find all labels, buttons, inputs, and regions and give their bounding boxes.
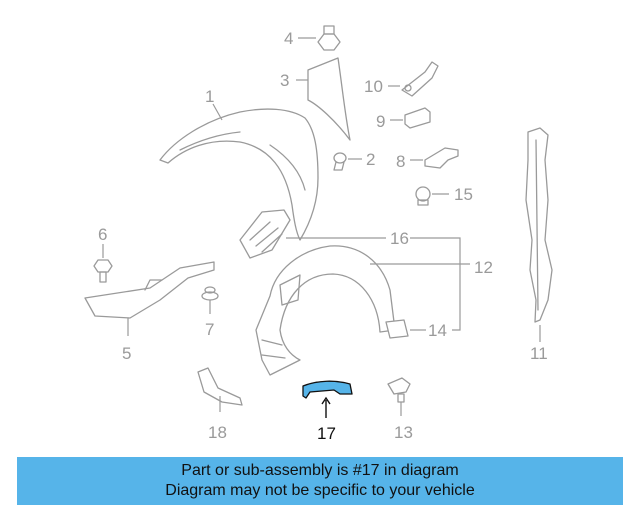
leader-1 bbox=[212, 103, 223, 121]
part-12-wheel-liner[interactable] bbox=[255, 245, 396, 376]
callout-17: 17 bbox=[317, 424, 336, 443]
callout-7: 7 bbox=[205, 320, 214, 339]
part-1-fender[interactable] bbox=[159, 108, 319, 241]
info-banner: Part or sub-assembly is #17 in diagram D… bbox=[17, 457, 623, 505]
part-11-seal[interactable] bbox=[525, 127, 553, 323]
part-6-bolt[interactable] bbox=[93, 259, 113, 283]
part-16-grille[interactable] bbox=[239, 209, 291, 259]
part-10-bracket[interactable] bbox=[401, 61, 439, 97]
callout-5: 5 bbox=[122, 344, 131, 363]
part-7-grommet[interactable] bbox=[201, 286, 219, 301]
callout-13: 13 bbox=[394, 423, 413, 442]
callout-10: 10 bbox=[364, 77, 383, 96]
part-15-fastener[interactable] bbox=[415, 186, 431, 206]
callout-14: 14 bbox=[428, 321, 447, 340]
part-9-clip[interactable] bbox=[404, 107, 431, 129]
leader-17 bbox=[321, 396, 331, 418]
part-3-bracket[interactable] bbox=[307, 57, 351, 141]
leader-16 bbox=[286, 237, 461, 331]
part-2-screw[interactable] bbox=[333, 152, 347, 171]
part-5-support[interactable] bbox=[84, 261, 215, 319]
part-17-highlighted[interactable] bbox=[302, 380, 353, 399]
part-13-fastener[interactable] bbox=[387, 377, 411, 403]
callout-12: 12 bbox=[474, 258, 493, 277]
callout-18: 18 bbox=[208, 423, 227, 442]
callout-6: 6 bbox=[98, 225, 107, 244]
part-14-clip[interactable] bbox=[385, 319, 409, 339]
callout-11: 11 bbox=[530, 344, 548, 363]
callout-9: 9 bbox=[376, 112, 385, 131]
part-4-nut[interactable] bbox=[317, 25, 341, 51]
callout-4: 4 bbox=[284, 29, 293, 48]
callout-8: 8 bbox=[396, 152, 405, 171]
banner-line-2: Diagram may not be specific to your vehi… bbox=[165, 482, 475, 499]
banner-line-1: Part or sub-assembly is #17 in diagram bbox=[181, 462, 459, 479]
callout-3: 3 bbox=[280, 71, 289, 90]
callout-16: 16 bbox=[390, 229, 409, 248]
callout-15: 15 bbox=[454, 185, 473, 204]
part-18-bracket[interactable] bbox=[197, 367, 243, 406]
part-8-bracket[interactable] bbox=[424, 147, 459, 169]
callout-1: 1 bbox=[205, 87, 214, 106]
callout-2: 2 bbox=[366, 150, 375, 169]
